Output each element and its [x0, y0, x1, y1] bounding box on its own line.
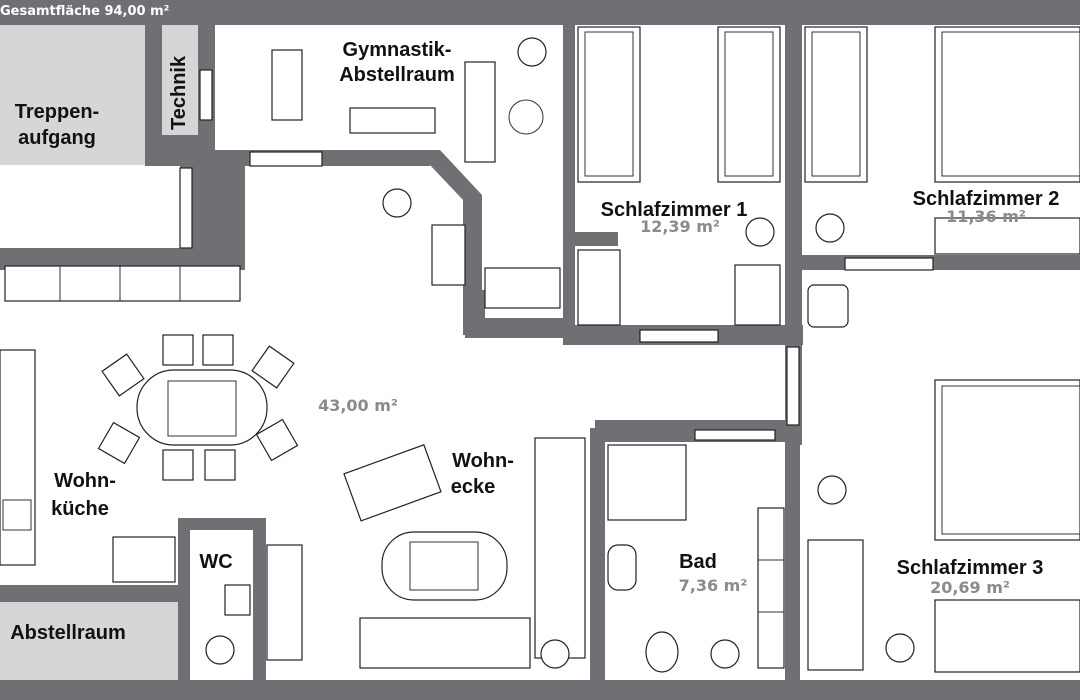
sofa-vertical	[534, 437, 586, 659]
label-schlafzimmer-2: Schlafzimmer 2	[913, 188, 1060, 210]
stair-door-frame	[179, 167, 193, 249]
sz1-dresser	[577, 249, 621, 326]
plant-icon	[745, 217, 775, 247]
plant-icon	[382, 188, 412, 218]
armchair	[343, 444, 442, 522]
label-wohnecke-2: ecke	[451, 476, 496, 498]
sz3-chair	[807, 284, 849, 328]
plant-icon	[517, 37, 547, 67]
coffee-table	[381, 531, 508, 601]
plant-icon	[540, 639, 570, 669]
label-schlafzimmer-1: Schlafzimmer 1	[601, 199, 748, 221]
area-schlafzimmer-3: 20,69 m²	[930, 578, 1010, 597]
sz2-window	[844, 257, 934, 271]
gym-window	[249, 151, 323, 167]
kitchen-counter-top	[4, 265, 241, 302]
gym-rack	[464, 61, 496, 163]
fridge	[112, 536, 176, 583]
sz3-desk	[807, 539, 864, 671]
plants	[382, 37, 915, 669]
area-bad: 7,36 m²	[679, 576, 748, 595]
area-schlafzimmer-1: 12,39 m²	[640, 217, 720, 236]
wc-toilet	[205, 635, 235, 665]
sz1-window	[639, 329, 719, 343]
floor-abstellraum	[0, 602, 178, 680]
area-wohnbereich: 43,00 m²	[318, 396, 398, 415]
area-schlafzimmer-2: 11,36 m²	[946, 207, 1026, 226]
wc-cabinet	[266, 544, 303, 661]
dining-chairs	[97, 334, 299, 481]
label-wc: WC	[199, 551, 232, 573]
bed-sz3	[934, 379, 1080, 541]
plant-icon	[885, 633, 915, 663]
label-wohnecke-1: Wohn-	[452, 450, 514, 472]
sz2-wardrobe	[934, 217, 1080, 255]
label-schlafzimmer-3: Schlafzimmer 3	[897, 557, 1044, 579]
dining-table	[136, 369, 268, 446]
plant-icon	[817, 475, 847, 505]
label-bad: Bad	[679, 551, 717, 573]
bad-toilet	[645, 631, 679, 673]
sz3-door-frame	[786, 346, 800, 426]
bed-sz2-double	[934, 26, 1080, 183]
gym-bench	[271, 49, 303, 121]
label-treppenaufgang-2: aufgang	[18, 127, 96, 149]
bed-sz2-single	[804, 26, 868, 183]
corridor-cabinet	[484, 267, 561, 309]
bed-sz1-left	[577, 26, 641, 183]
bad-sink	[607, 544, 637, 591]
corridor-shelf	[431, 224, 466, 286]
sz3-wardrobe	[934, 599, 1080, 673]
floor-technik	[162, 25, 198, 135]
bad-shower	[607, 444, 687, 521]
sofa-horizontal	[359, 617, 531, 669]
bed-sz1-right	[717, 26, 781, 183]
labels: Gesamtfläche 94,00 m² Treppen- aufgang T…	[0, 4, 1059, 644]
bad-window	[694, 429, 776, 441]
label-technik: Technik	[168, 55, 190, 130]
label-gymnastik-2: Abstellraum	[339, 64, 455, 86]
technik-door-frame	[199, 69, 213, 121]
label-abstellraum: Abstellraum	[10, 622, 126, 644]
label-wohnkueche-1: Wohn-	[54, 470, 116, 492]
plant-icon	[710, 639, 740, 669]
kitchen-counter-left	[0, 349, 36, 566]
bad-cabinet	[757, 507, 785, 669]
plant-icon	[815, 213, 845, 243]
label-treppenaufgang-1: Treppen-	[15, 101, 99, 123]
furniture	[0, 26, 1080, 673]
wc-sink	[224, 584, 251, 616]
gym-machine	[349, 107, 436, 134]
total-area-label: Gesamtfläche 94,00 m²	[0, 4, 169, 19]
sz1-desk	[734, 264, 781, 326]
label-gymnastik-1: Gymnastik-	[343, 39, 452, 61]
label-wohnkueche-2: küche	[51, 498, 109, 520]
